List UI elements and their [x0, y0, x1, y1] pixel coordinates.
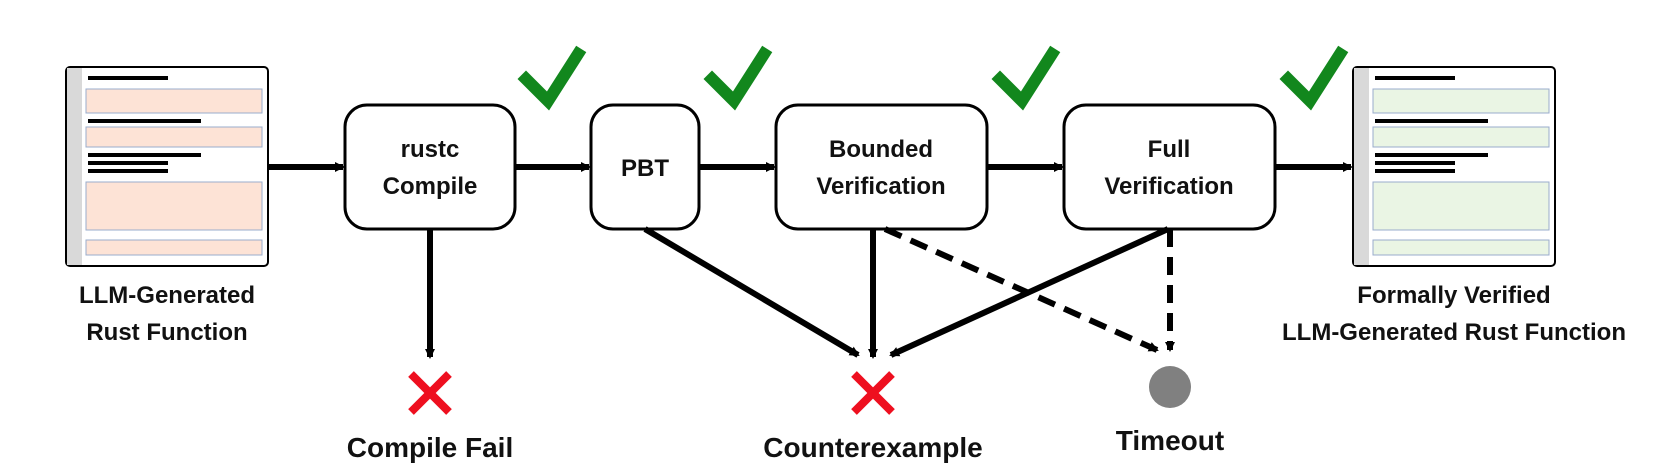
check-icon-rustc [517, 45, 587, 111]
timeout-circle-icon [1149, 366, 1191, 408]
stage-rustc-line-2: Compile [383, 173, 478, 200]
output-code-document-icon [1352, 66, 1556, 267]
dashed-arrow-bounded-to-timeout [883, 226, 1159, 353]
stage-bounded-line-2: Verification [816, 173, 945, 200]
check-icon-full [1279, 45, 1349, 111]
outcome-compile-fail-label: Compile Fail [347, 432, 513, 463]
output-label-line-2: LLM-Generated Rust Function [1282, 319, 1626, 346]
stage-bounded-line-1: Bounded [829, 136, 933, 163]
input-label-line-2: Rust Function [86, 319, 247, 346]
stage-pbt-label: PBT [621, 155, 669, 182]
input-label-line-1: LLM-Generated [79, 282, 255, 309]
output-label-line-1: Formally Verified [1357, 282, 1550, 309]
arrow-pbt-to-counterexample [643, 226, 860, 358]
stage-pbt: PBT [589, 103, 701, 231]
stage-bounded-verification: Bounded Verification [774, 103, 989, 231]
stage-full-line-1: Full [1148, 136, 1191, 163]
stage-full-line-2: Verification [1104, 173, 1233, 200]
check-icon-pbt [703, 45, 773, 111]
stage-full-verification: Full Verification [1062, 103, 1277, 231]
fail-cross-icon-compile [408, 371, 452, 415]
outcome-counterexample-label: Counterexample [763, 432, 982, 463]
outcome-timeout-label: Timeout [1116, 425, 1224, 456]
stage-rustc-line-1: rustc [401, 136, 460, 163]
stage-rustc-compile: rustc Compile [343, 103, 517, 231]
input-code-document-icon [65, 66, 269, 267]
fail-cross-icon-counterexample [851, 371, 895, 415]
check-icon-bounded [991, 45, 1061, 111]
